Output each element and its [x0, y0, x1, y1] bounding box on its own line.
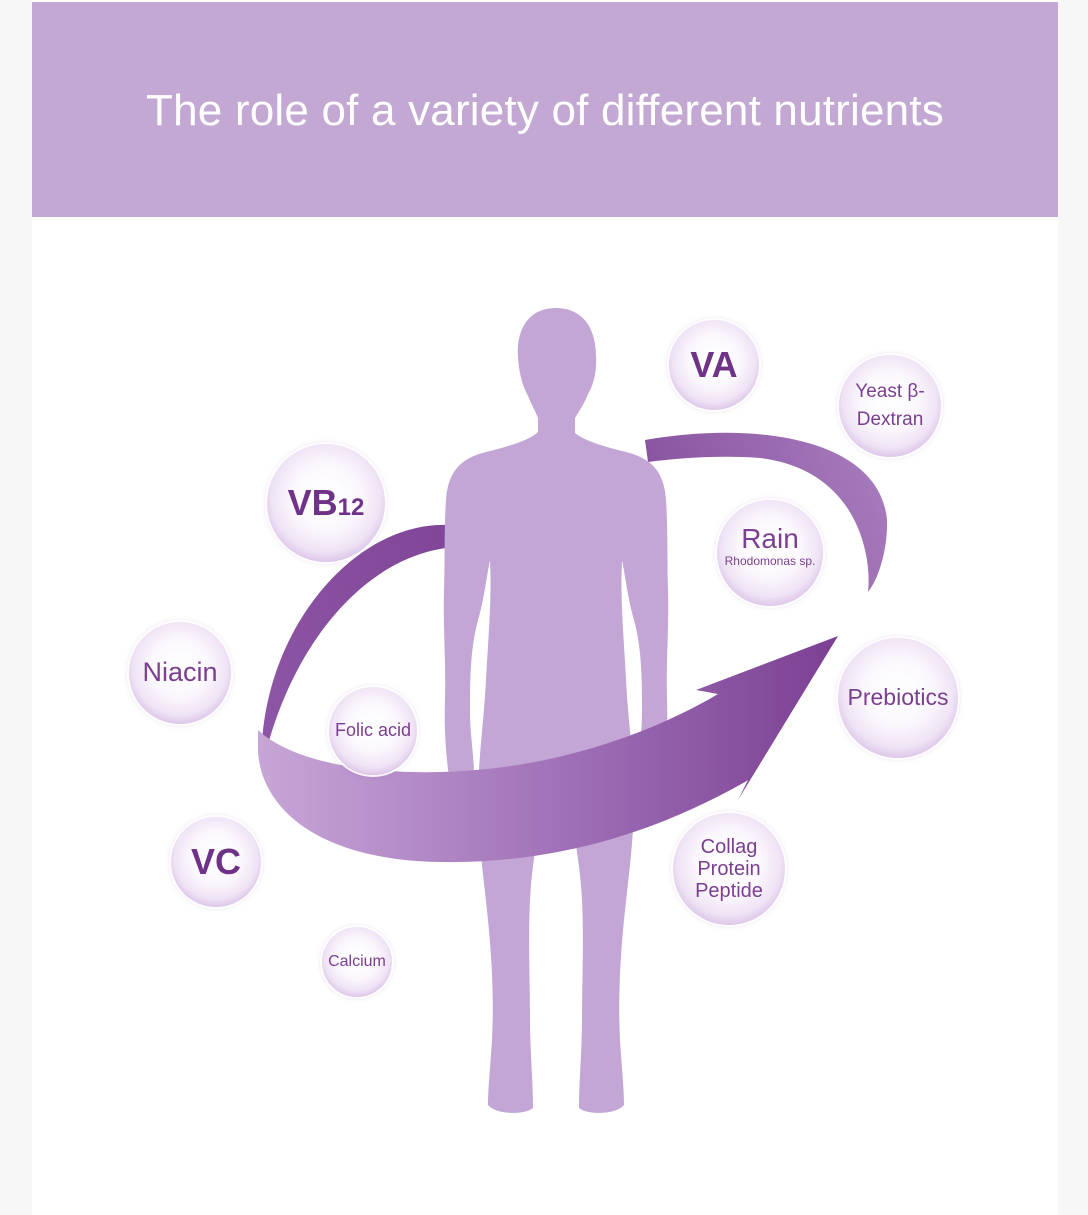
nutrient-bubble-folic-acid: Folic acid — [329, 687, 417, 775]
nutrient-bubble-prebiotics: Prebiotics — [838, 638, 958, 758]
nutrient-label-vc: VC — [190, 841, 241, 883]
swirl-back-arc-right — [645, 432, 888, 592]
nutrient-label-niacin: Niacin — [142, 657, 218, 688]
nutrient-label-yeast-line1: Yeast β- — [855, 381, 925, 402]
nutrient-label-vb12-main: VB — [287, 482, 338, 523]
nutrient-label-calcium: Calcium — [328, 953, 386, 971]
nutrient-bubble-collagen-peptide: Collag Protein Peptide — [673, 813, 785, 925]
swirl-back-arc — [262, 524, 450, 760]
nutrient-label-vb12-sub: 12 — [337, 494, 365, 521]
nutrient-bubble-vc: VC — [171, 817, 261, 907]
nutrient-label-rain-sub: Rhodomonas sp. — [724, 553, 816, 568]
page-title: The role of a variety of different nutri… — [146, 86, 944, 135]
nutrient-label-rain: Rain — [741, 522, 799, 554]
swirl-front-arrow — [258, 636, 838, 863]
nutrient-bubble-niacin: Niacin — [129, 622, 231, 724]
nutrient-bubble-calcium: Calcium — [322, 927, 392, 997]
title-banner: The role of a variety of different nutri… — [32, 2, 1058, 217]
nutrient-label-collag-line1: Collag — [700, 836, 758, 858]
nutrient-bubble-yeast-dextran: Yeast β- Dextran — [839, 355, 941, 457]
nutrient-label-yeast-line2: Dextran — [856, 409, 924, 430]
nutrient-bubble-rain: Rain Rhodomonas sp. — [717, 500, 823, 606]
nutrient-label-collag-line2: Protein — [697, 858, 761, 880]
nutrient-label-va: VA — [690, 344, 738, 386]
nutrient-label-folic-acid: Folic acid — [334, 720, 412, 741]
nutrient-label-prebiotics: Prebiotics — [847, 684, 949, 711]
human-silhouette — [443, 308, 669, 1113]
nutrient-label-collag-line3: Peptide — [695, 880, 763, 902]
nutrient-bubble-va: VA — [669, 320, 759, 410]
